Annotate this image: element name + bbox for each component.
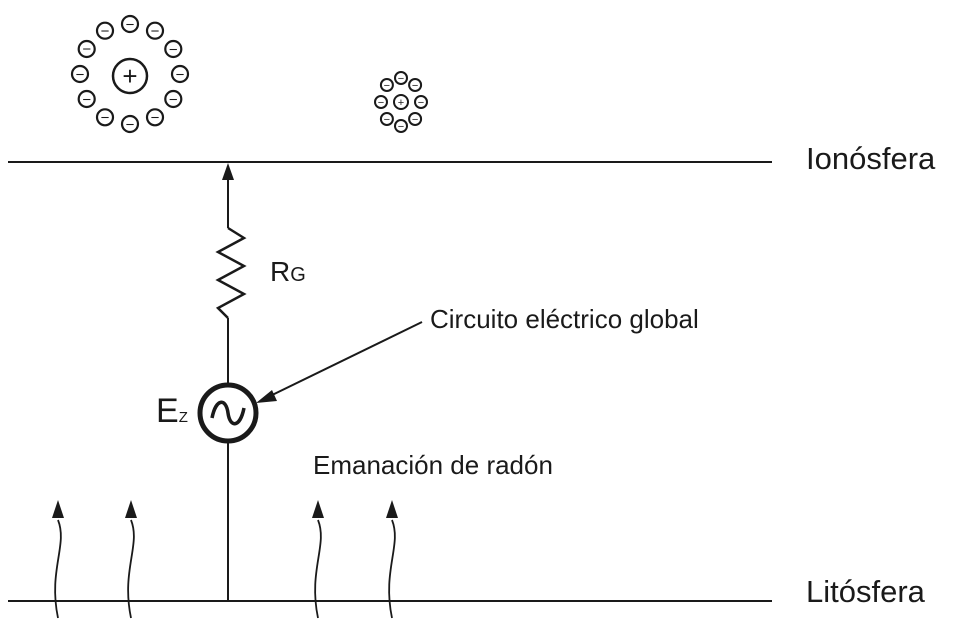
negative-ion-sign: − xyxy=(176,66,185,83)
negative-ion-sign: − xyxy=(384,114,390,126)
negative-ion-icon xyxy=(408,78,423,92)
negative-ion-sign: − xyxy=(101,110,110,127)
negative-ion-icon xyxy=(77,39,96,59)
resistance-sub: G xyxy=(290,264,306,286)
sine-wave-icon xyxy=(210,400,246,426)
field-main: E xyxy=(156,392,179,430)
pointer-line xyxy=(265,321,423,399)
field-sub: Z xyxy=(178,409,188,426)
negative-ion-sign: − xyxy=(169,91,178,108)
negative-ion-icon xyxy=(379,112,394,126)
negative-ion-icon xyxy=(394,71,408,85)
negative-ion-icon xyxy=(120,114,140,134)
negative-ion-sign: − xyxy=(418,97,424,109)
radon-arrow xyxy=(386,500,398,619)
negative-ion-icon xyxy=(170,64,190,84)
ionosphere-label: Ionósfera xyxy=(806,141,936,176)
negative-ion-icon xyxy=(379,78,394,92)
negative-ion-icon xyxy=(70,64,90,84)
negative-ion-sign: − xyxy=(412,114,418,126)
circuit-arrow-head xyxy=(222,163,234,180)
negative-ion-icon xyxy=(414,95,428,109)
negative-ion-icon xyxy=(394,119,408,133)
negative-ion-sign: − xyxy=(384,80,390,92)
resistance-main: R xyxy=(270,256,291,287)
negative-ion-sign: − xyxy=(412,80,418,92)
positive-ion-icon xyxy=(111,57,149,95)
resistance-label: RG xyxy=(270,256,306,288)
positive-ion-sign: + xyxy=(122,61,137,91)
negative-ion-sign: − xyxy=(126,16,135,33)
negative-ion-icon xyxy=(95,21,115,40)
negative-ion-sign: − xyxy=(398,121,404,133)
global-circuit-label: Circuito eléctrico global xyxy=(430,304,699,334)
negative-ion-icon xyxy=(164,39,183,59)
radon-arrow xyxy=(52,500,64,619)
negative-ion-sign: − xyxy=(82,41,91,58)
pointer-arrow-head xyxy=(256,390,277,403)
lithosphere-label: Litósfera xyxy=(806,574,925,609)
negative-ion-sign: − xyxy=(151,23,160,40)
radon-arrow xyxy=(125,500,137,619)
field-label: EZ xyxy=(156,392,188,431)
small-positive-ion-sign: + xyxy=(398,97,404,109)
negative-ion-sign: − xyxy=(101,23,110,40)
negative-ion-icon xyxy=(145,108,165,127)
negative-ion-sign: − xyxy=(151,110,160,127)
small-ion-cluster: + −−−−−−−− xyxy=(374,71,428,133)
negative-ion-icon xyxy=(408,112,423,126)
negative-ion-sign: − xyxy=(126,116,135,133)
large-ion-cluster: + −−−−−−−−−−−− xyxy=(70,14,190,134)
small-positive-ion-icon xyxy=(393,94,409,110)
radon-emanation-label: Emanación de radón xyxy=(313,450,553,480)
negative-ion-icon xyxy=(145,21,165,40)
negative-ion-sign: − xyxy=(169,41,178,58)
negative-ion-sign: − xyxy=(398,73,404,85)
negative-ion-icon xyxy=(164,89,183,109)
negative-ion-icon xyxy=(95,108,115,127)
negative-ion-sign: − xyxy=(82,91,91,108)
resistor-icon xyxy=(215,226,247,319)
negative-ion-icon xyxy=(374,95,388,109)
negative-ion-icon xyxy=(77,89,96,109)
negative-ion-icon xyxy=(120,14,140,34)
radon-arrow xyxy=(312,500,324,619)
negative-ion-sign: − xyxy=(378,97,384,109)
negative-ion-sign: − xyxy=(76,66,85,83)
